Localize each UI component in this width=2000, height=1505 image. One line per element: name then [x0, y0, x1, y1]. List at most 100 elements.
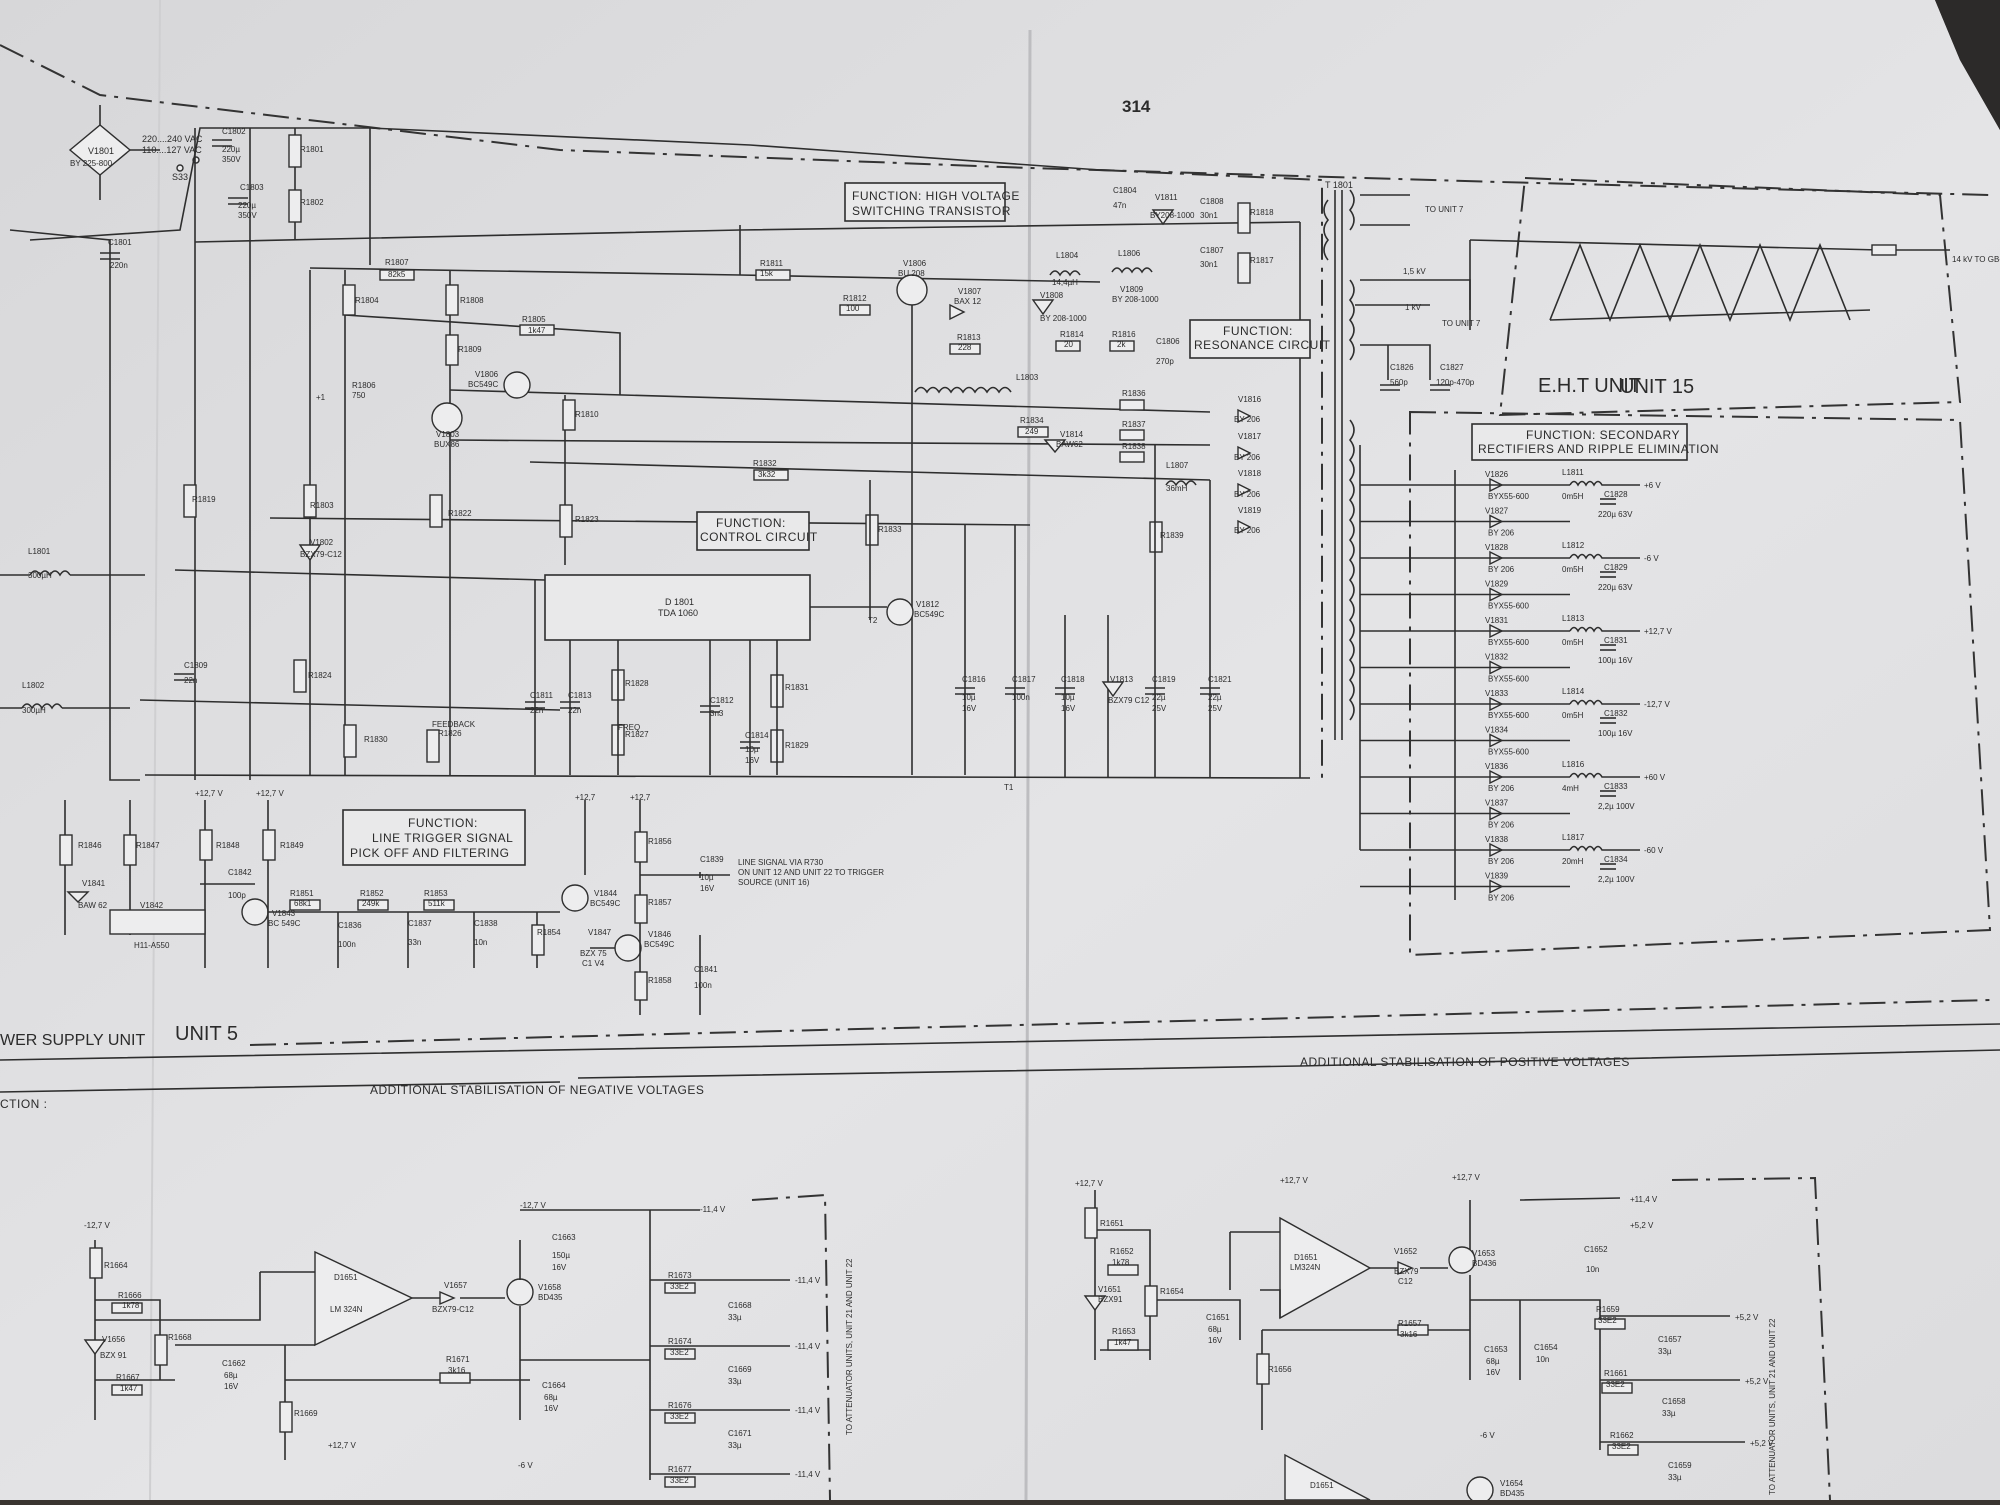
rail-neg-114-3: -11,4 V	[795, 1406, 821, 1415]
ic-type: TDA 1060	[658, 608, 698, 618]
component-label: BY 208-1000	[1040, 314, 1087, 323]
component-label: C1838	[474, 919, 498, 928]
rail-neg-114-top: -11,4 V	[700, 1205, 726, 1214]
ic-ref: D 1801	[665, 597, 694, 607]
cap-ref: C1828	[1604, 490, 1628, 499]
component-label: L1804	[1056, 251, 1079, 260]
rect-type: BY 206	[1488, 821, 1515, 830]
function-trig-line2: LINE TRIGGER SIGNAL	[372, 831, 513, 845]
component-label: BY 206	[1234, 490, 1261, 499]
function-hv-line1: FUNCTION: HIGH VOLTAGE	[852, 189, 1020, 203]
inductor-ref: L1814	[1562, 687, 1585, 696]
rail-127-a: +12,7 V	[195, 789, 223, 798]
component-label: BY 206	[1234, 526, 1261, 535]
transformer-label: T 1801	[1325, 180, 1353, 190]
component-label: R1671	[446, 1355, 470, 1364]
resistor-array	[183, 134, 1251, 763]
component-label: 33µ	[1658, 1347, 1672, 1356]
component-label: 68k1	[294, 899, 312, 908]
component-label: 100	[846, 304, 860, 313]
component-label: 3k16	[448, 1366, 466, 1375]
component-label: 16V	[1061, 704, 1076, 713]
function-control-line2: CONTROL CIRCUIT	[700, 530, 818, 544]
component-label: 15k	[760, 269, 774, 278]
rail-pos-52-2: +5,2 V	[1745, 1377, 1769, 1386]
component-label: BZX79	[1394, 1267, 1419, 1276]
component-label: 16V	[1486, 1368, 1501, 1377]
component-label: R1853	[424, 889, 448, 898]
rect-type: BYX55-600	[1488, 638, 1529, 647]
component-label: C1654	[1534, 1343, 1558, 1352]
component-label: 220µ	[222, 145, 240, 154]
line-signal-note-3: SOURCE (UNIT 16)	[738, 878, 810, 887]
component-label: C1663	[552, 1233, 576, 1242]
component-label: R1659	[1596, 1305, 1620, 1314]
component-label: D1651	[1294, 1253, 1318, 1262]
rail-output: -12,7 V	[1644, 700, 1670, 709]
component-label: H11-A550	[134, 941, 170, 950]
component-label: R1822	[448, 509, 472, 518]
component-label: R1667	[116, 1373, 140, 1382]
component-label: R1653	[1112, 1327, 1136, 1336]
rect-ref: V1826	[1485, 470, 1509, 479]
rail-neg-114-2: -11,4 V	[795, 1342, 821, 1351]
component-label: 100n	[338, 940, 356, 949]
component-label: V1816	[1238, 395, 1262, 404]
component-label: C1827	[1440, 363, 1464, 372]
component-label: BY 206	[1234, 415, 1261, 424]
component-label: R1813	[957, 333, 981, 342]
component-label: 220n	[110, 261, 128, 270]
component-label: 1k78	[1112, 1258, 1130, 1267]
component-label: C1803	[240, 183, 264, 192]
component-label: 16V	[700, 884, 715, 893]
component-label: 33E2	[1606, 1380, 1625, 1389]
component-label: BZX79-C12	[300, 550, 342, 559]
note-15kv: 1,5 kV	[1403, 267, 1426, 276]
component-label: +1	[316, 393, 326, 402]
component-label: C1819	[1152, 675, 1176, 684]
cap-value: 220µ 63V	[1598, 583, 1633, 592]
filter-inductor	[1569, 480, 1640, 487]
component-label: 10µ	[745, 745, 759, 754]
component-label: 10n	[474, 938, 487, 947]
component-label: BZX 91	[100, 1351, 127, 1360]
component-label: 22n	[530, 706, 543, 715]
component-label: 249	[1025, 427, 1039, 436]
note-to-unit7-b: TO UNIT 7	[1442, 319, 1481, 328]
component-label: R1836	[1122, 389, 1146, 398]
component-label: C1813	[568, 691, 592, 700]
component-label: C12	[1398, 1277, 1413, 1286]
component-label: V1842	[140, 901, 164, 910]
component-label: C1837	[408, 919, 432, 928]
rail-neg-6: -6 V	[518, 1461, 533, 1470]
rail-pos-52: +5,2 V	[1630, 1221, 1654, 1230]
component-label: C1659	[1668, 1461, 1692, 1470]
component-label: R1833	[878, 525, 902, 534]
component-label: V1809	[1120, 285, 1144, 294]
rect-ref: V1829	[1485, 580, 1509, 589]
filter-inductor	[1569, 772, 1640, 779]
ground-rail	[144, 774, 1311, 779]
component-label: 10µ	[962, 693, 976, 702]
cap-value: 220µ 63V	[1598, 510, 1633, 519]
rail-output: -6 V	[1644, 554, 1659, 563]
component-label: 16V	[552, 1263, 567, 1272]
component-label: R1676	[668, 1401, 692, 1410]
inductor-value: 0m5H	[1562, 565, 1584, 574]
component-label: 68µ	[1486, 1357, 1500, 1366]
component-label: V1807	[958, 287, 982, 296]
component-label: R1856	[648, 837, 672, 846]
component-label: 100p	[228, 891, 246, 900]
page-number: 314	[1122, 97, 1151, 116]
note-1kv: 1 kV	[1405, 303, 1422, 312]
component-label: C1812	[710, 696, 734, 705]
rect-ref: V1832	[1485, 653, 1509, 662]
component-label: L1802	[22, 681, 45, 690]
component-label: R1802	[300, 198, 324, 207]
component-label: L1807	[1166, 461, 1189, 470]
rail-neg-127: -12,7 V	[84, 1221, 110, 1230]
component-label: C1841	[694, 965, 718, 974]
function-res-line2: RESONANCE CIRCUIT	[1194, 338, 1331, 352]
